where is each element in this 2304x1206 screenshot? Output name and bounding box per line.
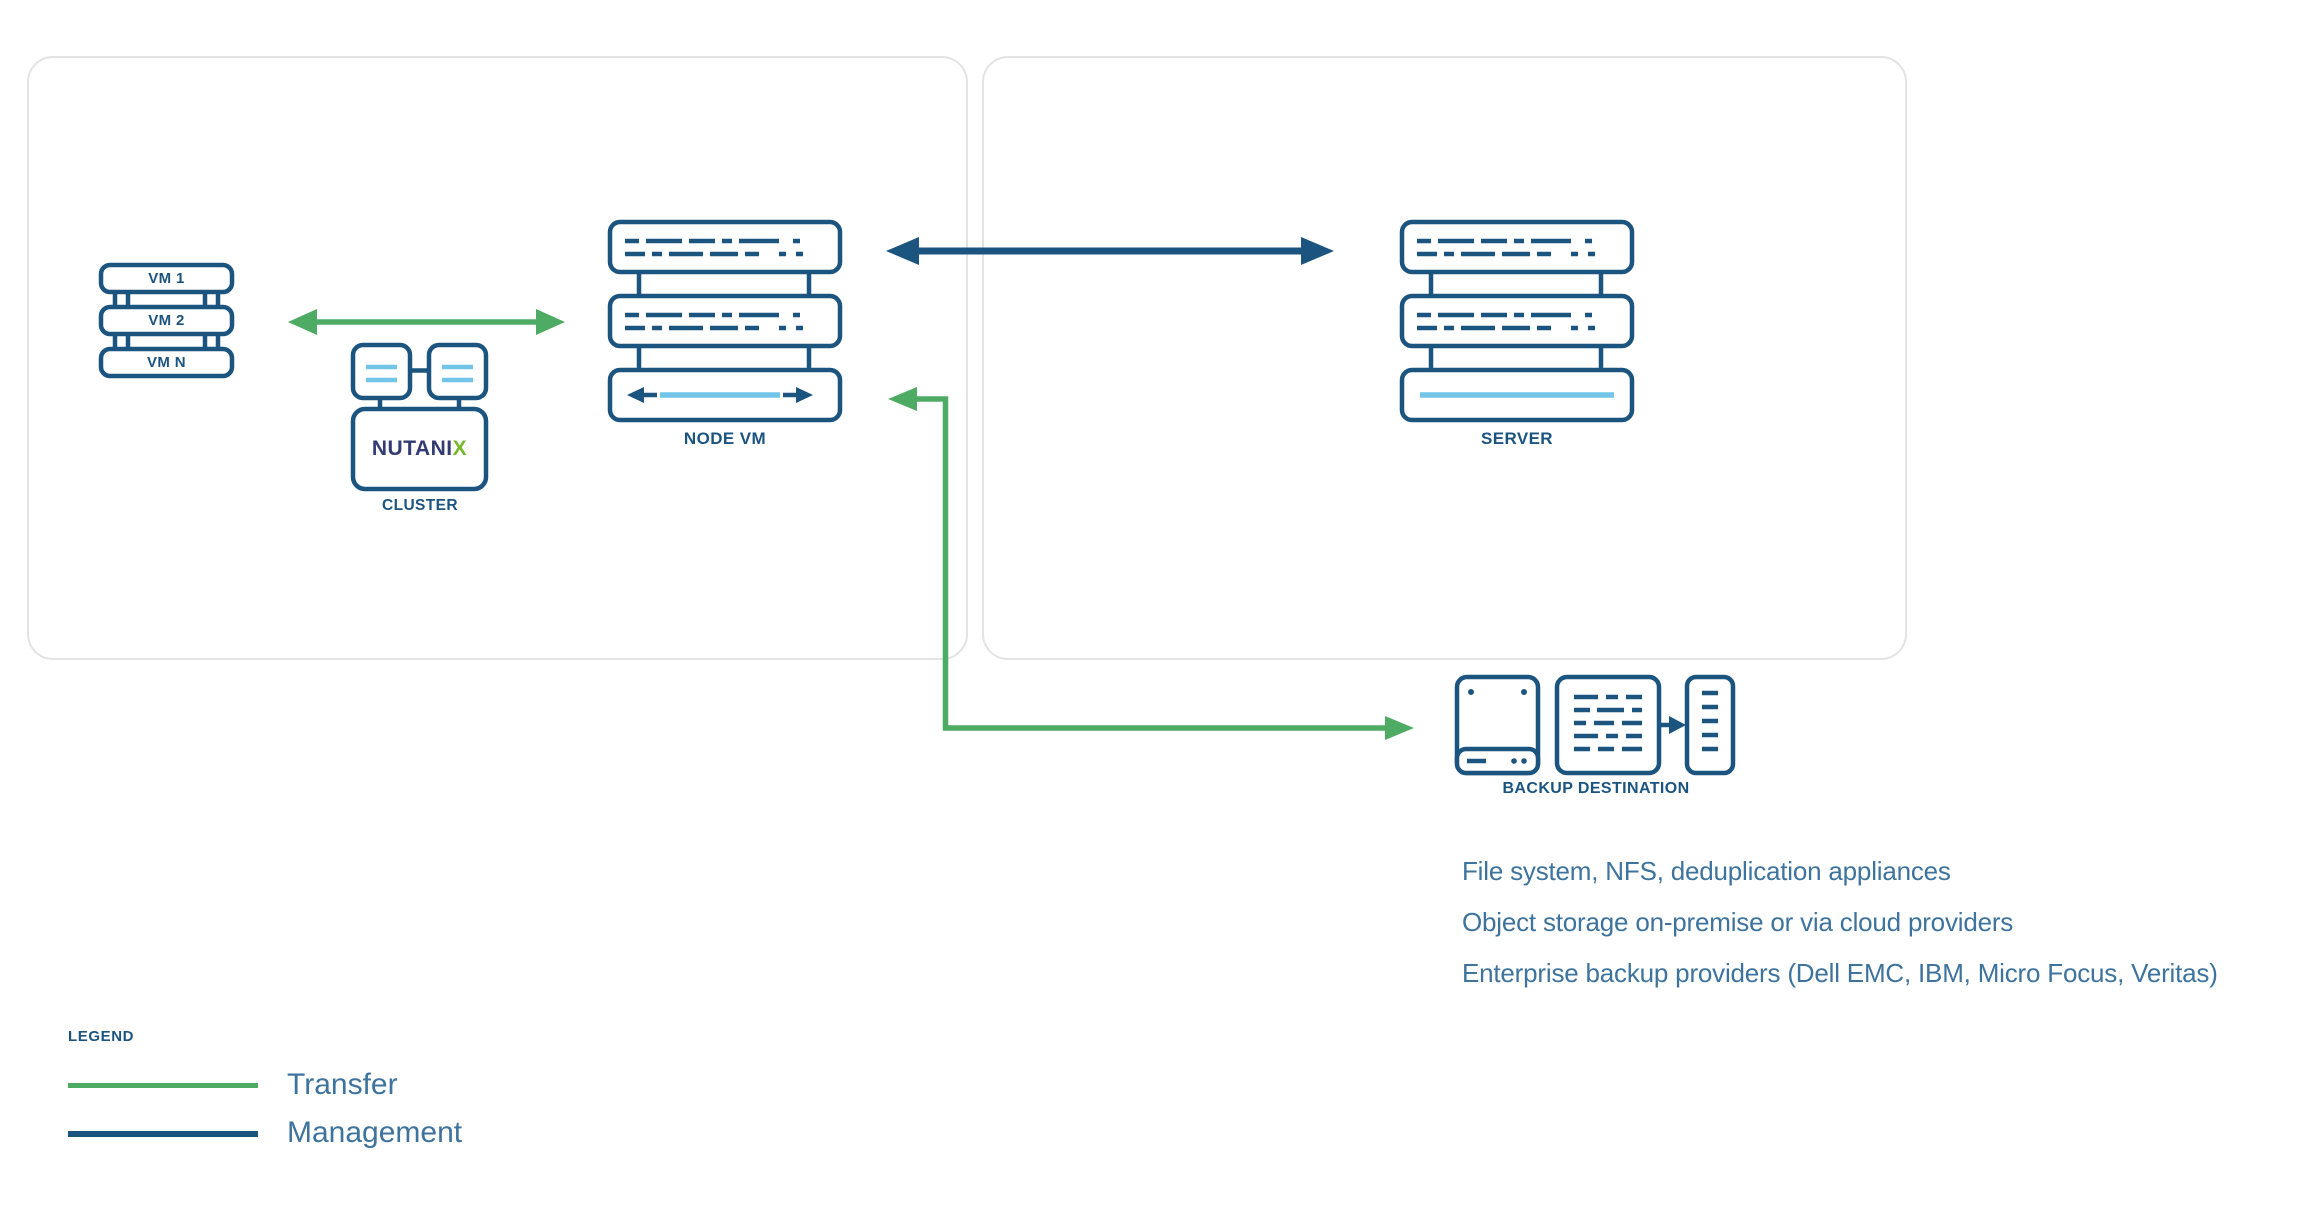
vm-stack-icon [98,262,235,379]
legend-transfer-line [68,1083,258,1088]
backup-destination-icons [1454,674,1736,776]
management-arrow [886,237,1334,265]
legend-management-label: Management [287,1116,463,1149]
dedup-appliance-icon [1554,674,1662,776]
node-vm-label: NODE VM [683,429,767,448]
nutanix-logo-x: X [452,437,468,460]
cluster-label: CLUSTER [382,497,458,514]
backup-list-icon [1684,674,1736,776]
vmn-label: VM N [146,354,187,371]
legend-transfer-label: Transfer [287,1068,398,1101]
server-icon [1399,219,1635,423]
nutanix-logo-text: NUTANI [371,437,453,460]
transfer-arrow-node-backup [888,387,1414,740]
disk-icon [1454,674,1541,776]
backup-flow-arrow [1660,716,1686,734]
right-panel [982,56,1907,660]
transfer-arrow-vm-cluster [288,309,565,335]
vm1-label: VM 1 [148,270,185,287]
legend-management-line [68,1131,258,1137]
note-file-system: File system, NFS, deduplication applianc… [1462,856,1951,886]
node-vm-icon [607,219,843,423]
legend-title: LEGEND [68,1028,135,1045]
note-object-storage: Object storage on-premise or via cloud p… [1462,907,2014,937]
server-label: SERVER [1480,429,1553,448]
note-enterprise-backup: Enterprise backup providers (Dell EMC, I… [1462,958,2218,988]
backup-destination-label: BACKUP DESTINATION [1502,780,1690,797]
nutanix-cluster-icon [350,342,489,492]
vm2-label: VM 2 [148,312,185,329]
